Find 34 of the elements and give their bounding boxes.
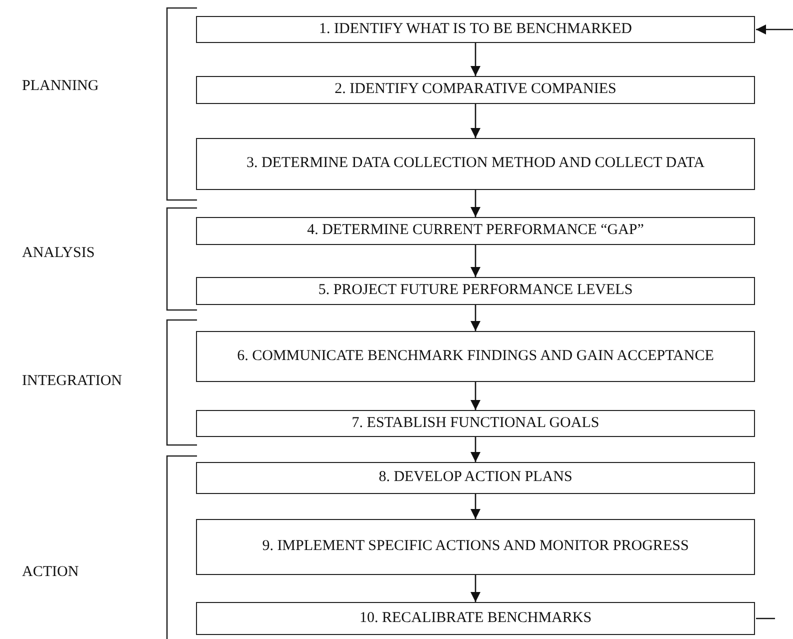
step-text: 7. ESTABLISH FUNCTIONAL GOALS	[352, 414, 600, 433]
arrow	[470, 245, 480, 277]
phase-label: ACTION	[22, 564, 79, 581]
process-box	[196, 277, 755, 305]
phase-label: ANALYSIS	[22, 245, 95, 262]
step-text: 6. COMMUNICATE BENCHMARK FINDINGS AND GAIN ACCEPTANCE	[237, 346, 714, 366]
step-text: 5. PROJECT FUTURE PERFORMANCE LEVELS	[318, 281, 633, 300]
arrow	[756, 24, 793, 34]
arrow	[470, 43, 480, 76]
process-box	[196, 462, 755, 494]
process-box	[196, 138, 755, 190]
step-text: 8. DEVELOP ACTION PLANS	[378, 468, 572, 488]
step-text: 1. IDENTIFY WHAT IS TO BE BENCHMARKED	[319, 20, 632, 39]
phase-label: INTEGRATION	[22, 373, 122, 390]
process-box	[196, 602, 755, 635]
process-box	[196, 410, 755, 437]
step-text: 2. IDENTIFY COMPARATIVE COMPANIES	[334, 80, 616, 100]
arrow	[470, 190, 480, 217]
arrow	[470, 494, 480, 519]
step-text: 10. RECALIBRATE BENCHMARKS	[359, 608, 592, 628]
arrow	[470, 575, 480, 602]
step-text: 4. DETERMINE CURRENT PERFORMANCE “GAP”	[307, 221, 644, 240]
arrow	[470, 437, 480, 462]
process-box	[196, 16, 755, 43]
phase-label: PLANNING	[22, 78, 99, 95]
process-box	[196, 217, 755, 245]
step-text: 9. IMPLEMENT SPECIFIC ACTIONS AND MONITOR PROGRESS	[262, 537, 689, 556]
process-box	[196, 76, 755, 104]
process-box	[196, 519, 755, 575]
arrow	[470, 382, 480, 410]
process-box	[196, 331, 755, 382]
arrow	[470, 104, 480, 138]
arrow	[470, 305, 480, 331]
step-text: 3. DETERMINE DATA COLLECTION METHOD AND COLLECT DATA	[246, 154, 705, 174]
